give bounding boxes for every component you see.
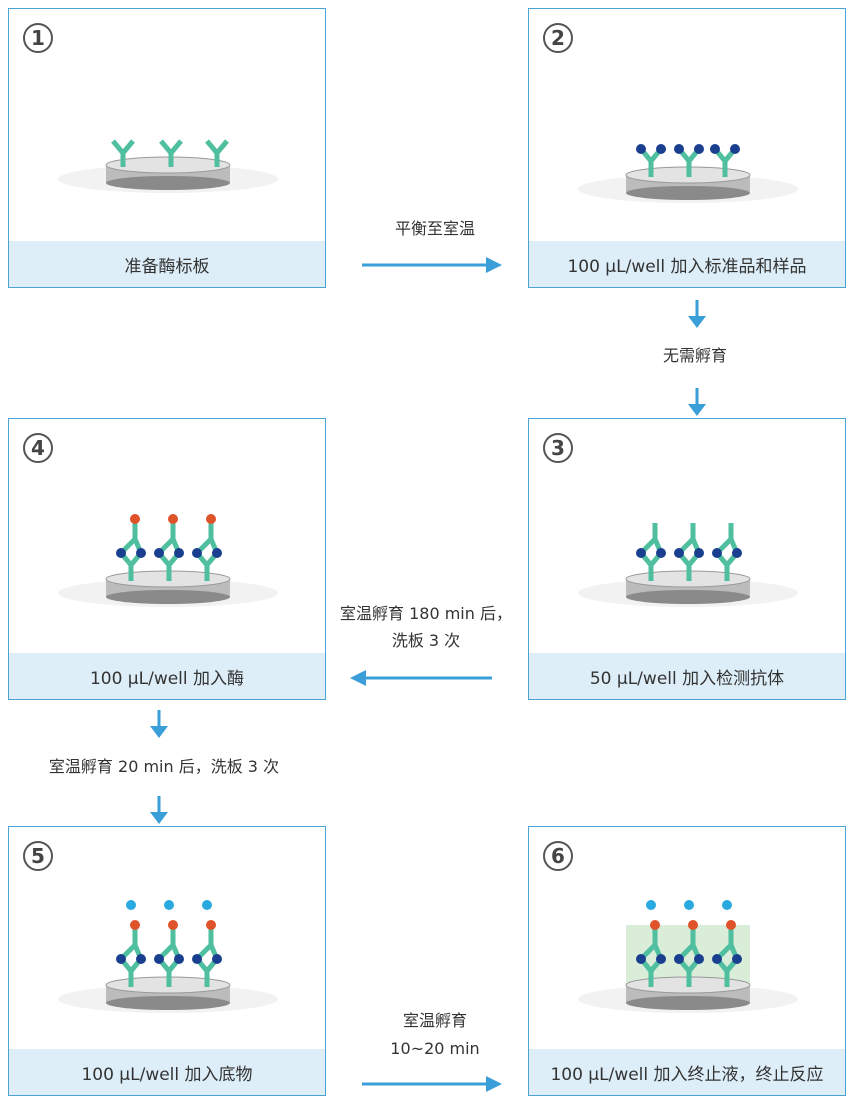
step-caption: 50 μL/well 加入检测抗体 [529,653,845,699]
transition-label-5-6-line1: 室温孵育 [402,1011,467,1030]
step-number: 5 [23,841,53,871]
substrate-illustration [58,900,278,1013]
transition-label-5-6-line2: 10~20 min [390,1039,480,1058]
step-number: 3 [543,433,573,463]
transition-label-4-5: 室温孵育 20 min 后，洗板 3 次 [48,757,280,776]
step-caption: 100 μL/well 加入底物 [9,1049,325,1095]
step-number: 1 [23,23,53,53]
step-3-panel: 3 50 μL/well 加入检测抗体 [528,418,846,700]
detection-antibody-illustration [578,523,798,607]
step-4-panel: 4 100 μL/well 加入酶 [8,418,326,700]
arrow-down-icon [150,710,168,738]
transition-label-2-3: 无需孵育 [662,346,727,365]
antigen-binding-illustration [578,144,798,203]
step-number: 4 [23,433,53,463]
step-5-panel: 5 100 μL/well 加入底物 [8,826,326,1096]
arrow-right-icon [362,1076,502,1092]
step-2-panel: 2 100 μL/well 加入标准品和样品 [528,8,846,288]
step-1-panel: 1 准备酶标板 [8,8,326,288]
arrow-down-icon [688,300,706,328]
step-caption: 准备酶标板 [9,241,325,287]
arrow-right-icon [362,257,502,273]
arrow-left-icon [350,670,492,686]
arrow-down-icon [688,388,706,416]
step-6-panel: 6 100 μL/well 加入终止液，终止反应 [528,826,846,1096]
step-caption: 100 μL/well 加入终止液，终止反应 [529,1049,845,1095]
capture-antibodies [111,139,229,167]
enzyme-binding-illustration [58,514,278,607]
elisa-plate-illustration [58,139,278,193]
transition-label-3-4-line1: 室温孵育 180 min 后， [340,604,512,623]
transition-label-1-2: 平衡至室温 [394,219,475,238]
stop-reaction-illustration [578,900,798,1013]
arrow-down-icon [150,796,168,824]
step-number: 2 [543,23,573,53]
transition-label-3-4-line2: 洗板 3 次 [391,631,461,650]
step-number: 6 [543,841,573,871]
step-caption: 100 μL/well 加入标准品和样品 [529,241,845,287]
well-dish [58,156,278,193]
step-caption: 100 μL/well 加入酶 [9,653,325,699]
